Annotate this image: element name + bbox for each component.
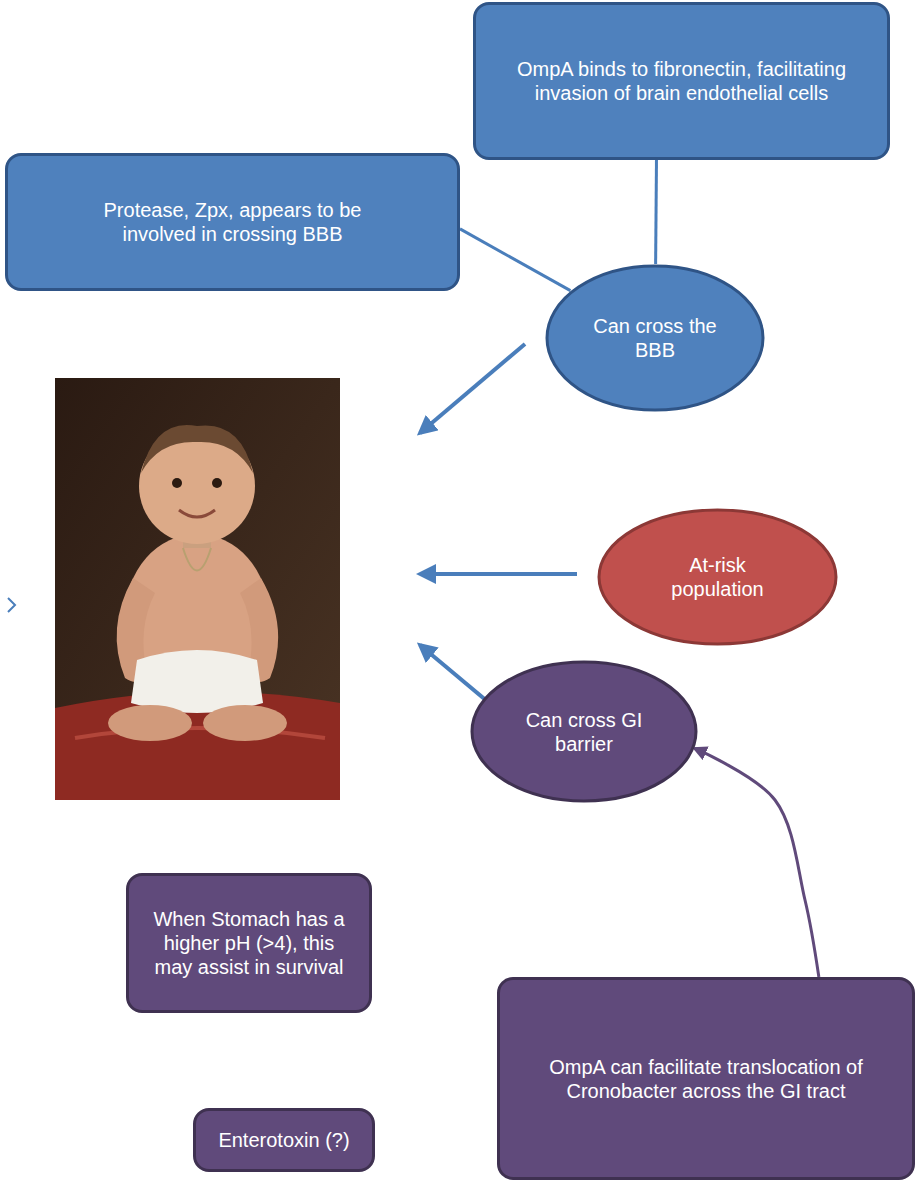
photo-background [55, 378, 340, 800]
baby-eye [172, 478, 182, 488]
baby-leg [108, 705, 192, 741]
ellipse-node: At-risk population [597, 508, 838, 646]
baby-necklace [183, 548, 211, 571]
ellipse-node: Can cross GI barrier [470, 660, 698, 803]
node-text: Can cross the BBB [593, 314, 718, 362]
rounded-box: OmpA binds to fibronectin, facilitating … [473, 2, 890, 160]
rounded-box: Enterotoxin (?) [193, 1108, 375, 1172]
ellipse-shape [472, 662, 696, 801]
connector [695, 748, 819, 977]
connector [654, 160, 658, 264]
node-text: At-risk population [650, 553, 785, 601]
baby-eye [212, 478, 222, 488]
baby-hair [141, 425, 253, 473]
ellipse-shape [547, 266, 763, 410]
rounded-box: When Stomach has a higher pH (>4), this … [126, 873, 372, 1013]
node-text: OmpA can facilitate translocation of Cro… [541, 1055, 871, 1103]
rounded-box: Protease, Zpx, appears to be involved in… [5, 153, 460, 291]
node-text: Enterotoxin (?) [218, 1128, 349, 1152]
baby-photo [55, 378, 340, 800]
ellipse-node: Can cross the BBB [545, 264, 765, 412]
baby-smile [179, 510, 215, 517]
arrow-to-photo [420, 572, 577, 576]
ellipse-outline [470, 660, 698, 803]
node-text: OmpA binds to fibronectin, facilitating … [512, 57, 852, 105]
node-text: Can cross GI barrier [512, 708, 657, 756]
ellipse-shape [599, 510, 836, 644]
baby-leg [203, 705, 287, 741]
ellipse-outline [545, 264, 765, 412]
node-text: Protease, Zpx, appears to be involved in… [68, 198, 398, 246]
connector [460, 229, 570, 291]
ellipse-outline [597, 508, 838, 646]
arrow-fragment [8, 598, 15, 612]
node-text: When Stomach has a higher pH (>4), this … [143, 907, 355, 979]
arrow-to-photo [420, 344, 525, 433]
baby-diaper [131, 650, 263, 713]
rounded-box: OmpA can facilitate translocation of Cro… [497, 977, 915, 1180]
